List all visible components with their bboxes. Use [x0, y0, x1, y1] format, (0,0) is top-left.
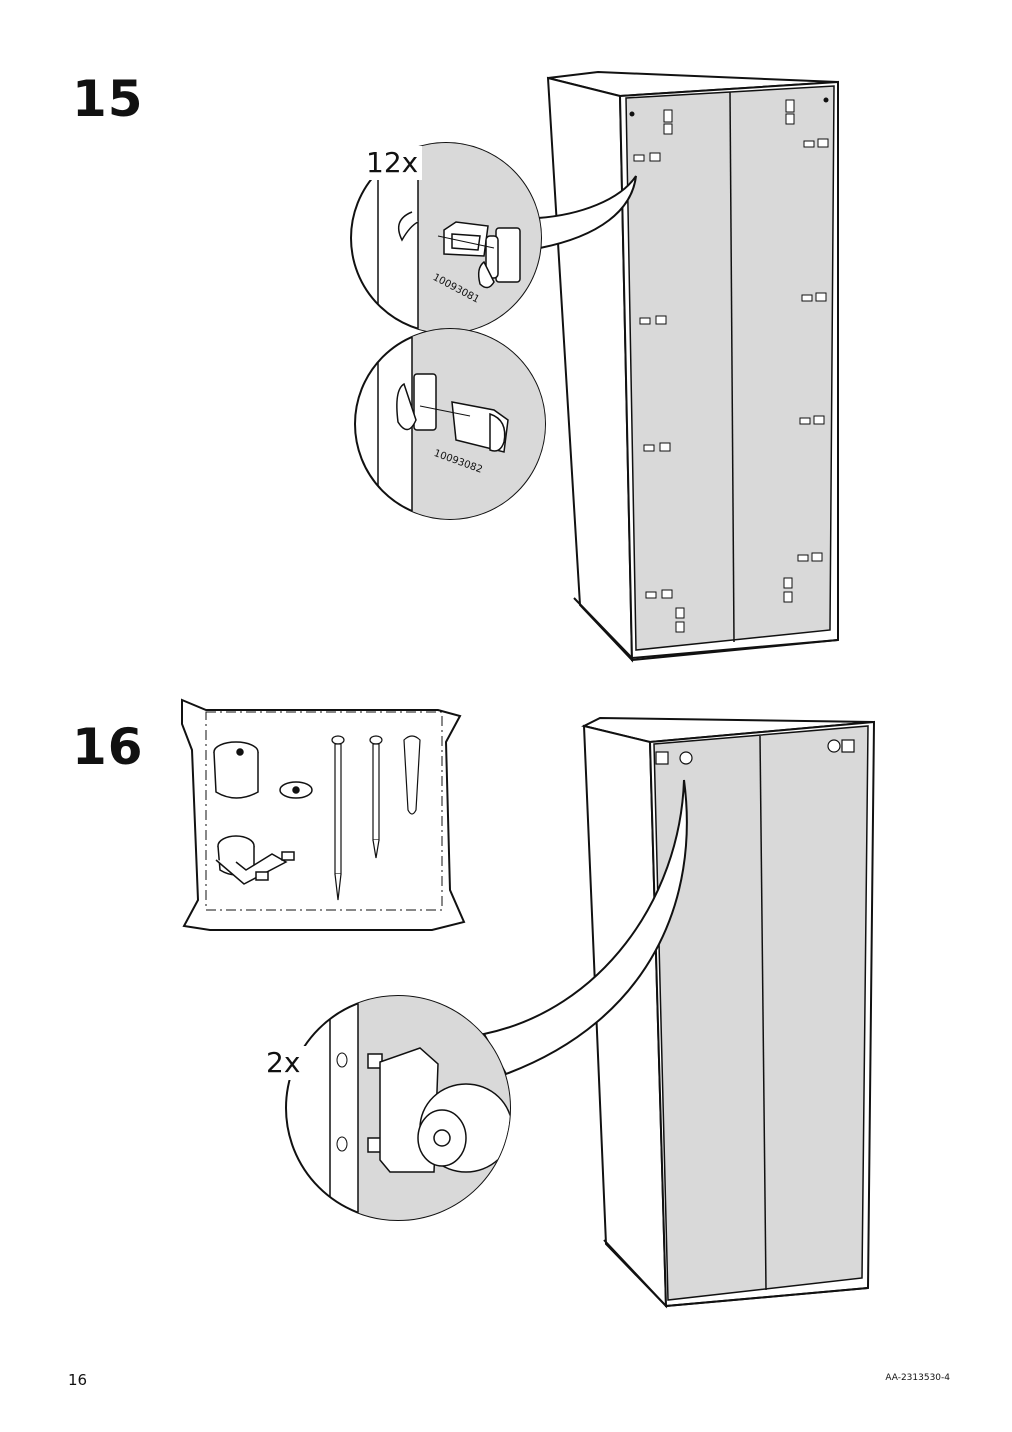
parts-bag [181, 698, 466, 931]
quantity-label-16: 2x [266, 1046, 301, 1079]
cabinet-back-step15 [546, 70, 839, 663]
detail-circle-bottom [354, 328, 546, 520]
callout-pointer-15 [536, 175, 637, 250]
quantity-label-15: 12x [366, 146, 419, 179]
page-number: 16 [68, 1371, 88, 1389]
step-number-16: 16 [72, 718, 144, 776]
detail-circle-step16 [285, 995, 511, 1221]
step-number-15: 15 [72, 70, 144, 128]
back-fittings [629, 97, 829, 633]
document-code: AA-2313530-4 [885, 1373, 950, 1383]
callout-pointer-16 [482, 779, 688, 1076]
cabinet-back-step16 [581, 716, 876, 1309]
